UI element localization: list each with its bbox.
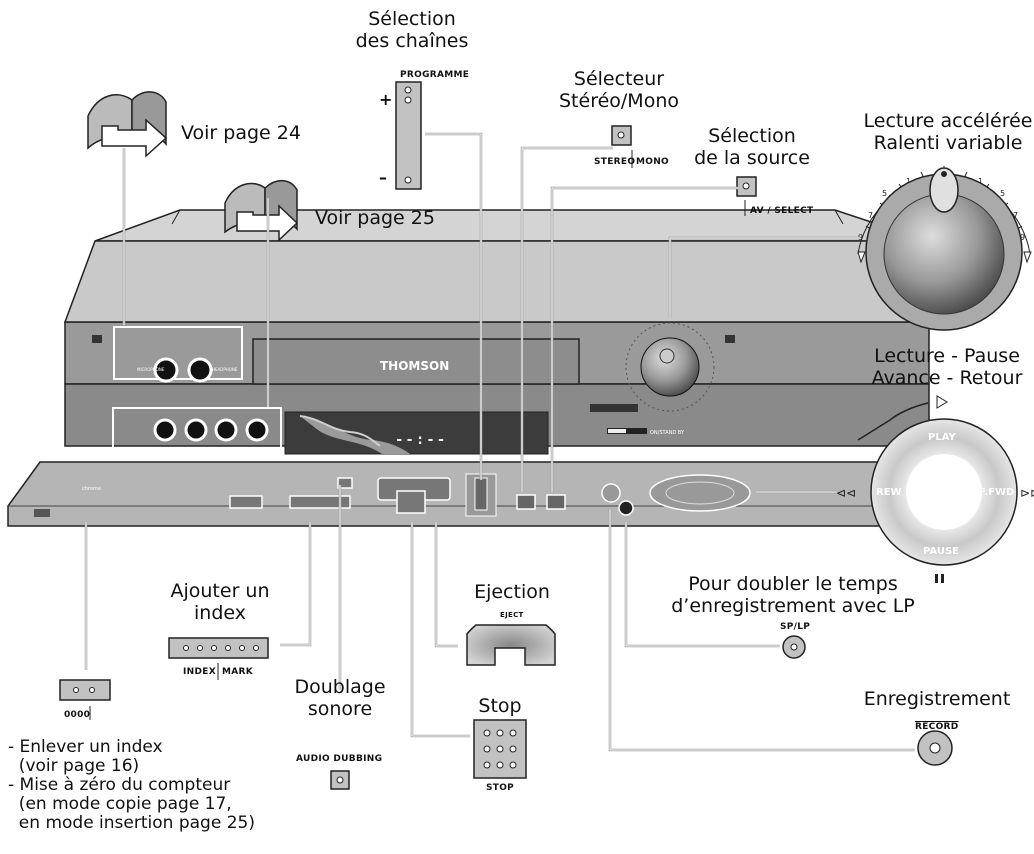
- label-line: Sélecteur: [573, 68, 665, 90]
- label-pour-doubler: Pour doubler le temps d’enregistrement a…: [668, 573, 918, 617]
- sp-lp-caption: SP/LP: [780, 622, 811, 632]
- label-line: des chaînes: [355, 30, 469, 52]
- svg-text:7: 7: [1013, 211, 1018, 220]
- minus-sign: –: [379, 168, 387, 187]
- label-ajouter-index: Ajouter un index: [160, 580, 280, 624]
- label-selecteur: Sélecteur Stéréo/Mono: [554, 68, 684, 112]
- vcr-body: MICROPHONE HEADPHONE ON/STAND BY chroma: [7, 209, 1005, 527]
- label-line: Avance - Retour: [871, 367, 1023, 389]
- label-source: Sélection de la source: [692, 125, 812, 169]
- label-lecture-pause: Lecture - Pause Avance - Retour: [860, 345, 1034, 389]
- svg-text:1: 1: [978, 177, 983, 186]
- index-mark-button: [168, 637, 269, 680]
- jog-shuttle-dial: 9 7 5 1 1 5 7 9: [857, 166, 1032, 331]
- svg-text:5: 5: [882, 189, 887, 198]
- label-line: Stéréo/Mono: [559, 90, 679, 112]
- svg-text:7: 7: [868, 211, 873, 220]
- stereo-caption: STEREO: [594, 157, 636, 167]
- label-line: Pour doubler le temps: [688, 573, 898, 595]
- pause-label: PAUSE: [923, 546, 959, 557]
- reset-counter-button: [59, 679, 111, 720]
- label-stop: Stop: [478, 695, 522, 717]
- mark-caption: MARK: [222, 667, 254, 677]
- note-line: - Mise à zéro du compteur: [8, 775, 231, 795]
- label-line: Ralenti variable: [873, 132, 1023, 154]
- label-line: Lecture - Pause: [874, 345, 1020, 367]
- label-voir-24: Voir page 24: [181, 122, 301, 144]
- svg-text:5: 5: [1000, 189, 1005, 198]
- svg-text:MICROPHONE: MICROPHONE: [137, 367, 165, 372]
- rew-label: REW: [876, 487, 902, 498]
- label-line: d’enregistrement avec LP: [671, 595, 915, 617]
- label-line: sonore: [307, 698, 373, 720]
- label-line: Doublage: [294, 676, 386, 698]
- stop-button: [473, 719, 527, 779]
- brand-logo: THOMSON: [380, 359, 450, 373]
- programme-caption: PROGRAMME: [400, 70, 470, 80]
- record-caption: RECORD: [915, 722, 959, 732]
- label-line: de la source: [694, 147, 810, 169]
- svg-text:9: 9: [858, 233, 863, 242]
- label-selection-chaines: Sélection des chaînes: [352, 8, 472, 52]
- label-voir-25: Voir page 25: [315, 207, 435, 229]
- play-label: PLAY: [928, 432, 956, 443]
- audio-dubbing-caption: AUDIO DUBBING: [296, 754, 383, 764]
- svg-text:9: 9: [1020, 233, 1025, 242]
- reset-caption: 0000: [64, 710, 91, 720]
- programme-control: [395, 81, 422, 190]
- label-line: index: [194, 602, 246, 624]
- label-line: Ajouter un: [170, 580, 270, 602]
- note-line: - Enlever un index: [8, 737, 163, 757]
- mono-caption: MONO: [636, 157, 669, 167]
- counter-display: --:--: [395, 432, 448, 448]
- svg-text:ON/STAND BY: ON/STAND BY: [650, 430, 685, 436]
- label-lecture-acceleree: Lecture accélérée Ralenti variable: [862, 110, 1034, 154]
- label-line: Sélection: [368, 8, 456, 30]
- note-line: (en mode copie page 17,: [8, 794, 232, 814]
- svg-text:HEADPHONE: HEADPHONE: [212, 367, 238, 372]
- label-doublage: Doublage sonore: [280, 676, 400, 720]
- notes-list: - Enlever un index (voir page 16) - Mise…: [8, 738, 255, 833]
- stop-caption: STOP: [486, 783, 515, 793]
- svg-text:⊲⊲: ⊲⊲: [836, 486, 856, 500]
- eject-button: [466, 624, 556, 666]
- plus-sign: +: [379, 90, 393, 109]
- note-line: (voir page 16): [8, 756, 140, 776]
- leader-lines-core: [85, 133, 915, 751]
- av-select-caption: AV / SELECT: [750, 206, 814, 216]
- transport-ring: ⊲⊲ ⊳⊳: [836, 395, 1034, 583]
- label-line: Sélection: [708, 125, 796, 147]
- note-line: en mode insertion page 25): [8, 813, 255, 833]
- eject-caption: EJECT: [500, 611, 524, 619]
- index-caption: INDEX: [183, 667, 216, 677]
- label-ejection: Ejection: [474, 581, 550, 603]
- svg-text:1: 1: [906, 177, 911, 186]
- label-line: Lecture accélérée: [863, 110, 1033, 132]
- label-enregistrement: Enregistrement: [863, 688, 1011, 710]
- book-arrow-icon: [87, 91, 168, 158]
- ffwd-label: F.FWD: [979, 487, 1015, 498]
- svg-text:chroma: chroma: [82, 486, 101, 492]
- svg-text:⊳⊳: ⊳⊳: [1020, 486, 1034, 500]
